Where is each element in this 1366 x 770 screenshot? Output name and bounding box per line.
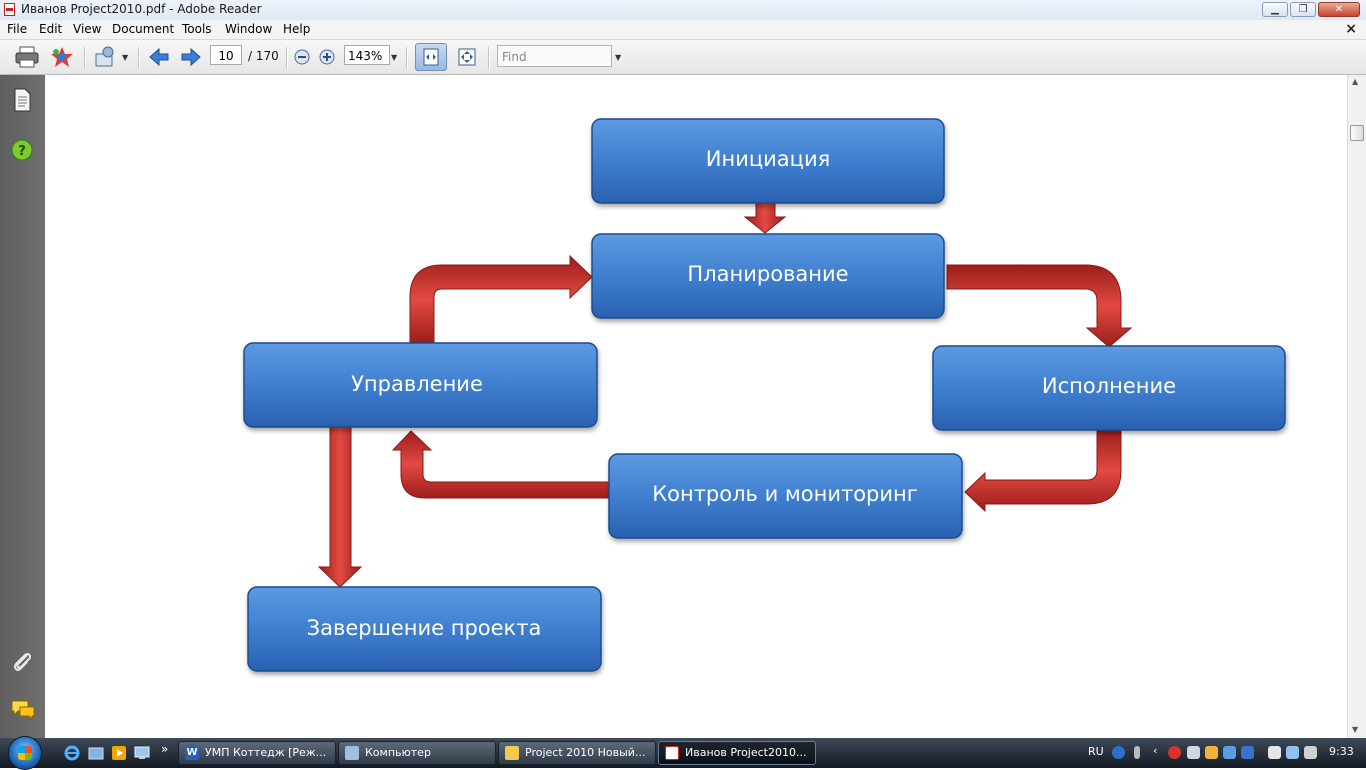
tray-expand-icon[interactable]: ‹ [1153, 744, 1158, 757]
taskbar-button-computer[interactable]: Компьютер [338, 741, 496, 765]
tray-power-icon[interactable] [1268, 746, 1281, 759]
document-page: Инициация Планирование Управление Исполн… [45, 75, 1347, 738]
title-bar: Иванов Project2010.pdf - Adobe Reader ▁ … [0, 0, 1366, 21]
tray-bluetooth-icon[interactable] [1223, 746, 1236, 759]
clock[interactable]: 9:33 [1329, 745, 1354, 758]
close-button[interactable]: ✕ [1318, 2, 1360, 17]
pages-icon[interactable] [12, 88, 32, 112]
folder-icon [505, 746, 519, 760]
navigation-pane: ? [0, 75, 45, 738]
quicklaunch-overflow-icon[interactable]: » [161, 742, 169, 756]
menu-help[interactable]: Help [283, 22, 311, 36]
svg-text:?: ? [18, 144, 26, 159]
tray-volume-icon[interactable] [1304, 746, 1317, 759]
menu-file[interactable]: File [7, 22, 28, 36]
zoom-in-icon[interactable] [319, 49, 335, 65]
minimize-button[interactable]: ▁ [1262, 2, 1288, 17]
acrobat-com-icon[interactable] [50, 46, 74, 68]
scroll-up-icon[interactable]: ▲ [1352, 77, 1359, 86]
internet-explorer-icon[interactable] [64, 745, 80, 761]
menu-document[interactable]: Document [112, 22, 175, 36]
tray-help-icon[interactable] [1112, 746, 1125, 759]
menu-window[interactable]: Window [225, 22, 273, 36]
arrow-planning-to-execution [946, 264, 1133, 348]
pdf-icon [665, 746, 679, 760]
node-planning-label: Планирование [687, 262, 848, 286]
tray-security-icon[interactable] [1205, 746, 1218, 759]
menu-edit[interactable]: Edit [39, 22, 63, 36]
node-control: Контроль и мониторинг [608, 453, 963, 539]
share-icon[interactable] [94, 46, 120, 68]
media-player-icon[interactable] [111, 745, 127, 761]
taskbar-button-computer-label: Компьютер [365, 746, 431, 759]
find-dropdown-icon[interactable]: ▼ [615, 53, 622, 62]
document-close-icon[interactable]: × [1345, 21, 1357, 37]
tray-antivirus-icon[interactable] [1168, 746, 1181, 759]
start-button[interactable] [8, 736, 42, 770]
node-closing-label: Завершение проекта [307, 616, 542, 640]
taskbar: » W УМП Коттедж [Реж... Компьютер Projec… [0, 736, 1366, 770]
language-indicator[interactable]: RU [1088, 745, 1104, 758]
node-management: Управление [243, 342, 598, 428]
page-total-label: / 170 [248, 49, 279, 63]
previous-page-icon[interactable] [148, 47, 170, 67]
window-title: Иванов Project2010.pdf - Adobe Reader [21, 2, 262, 16]
menu-view[interactable]: View [73, 22, 102, 36]
taskbar-button-adobe-reader-label: Иванов Project2010... [685, 746, 807, 759]
zoom-dropdown-icon[interactable]: ▼ [391, 53, 398, 62]
arrow-control-to-management [391, 430, 610, 499]
computer-icon [345, 746, 359, 760]
fit-page-icon[interactable] [457, 47, 477, 67]
arrow-management-to-closing [317, 426, 363, 588]
taskbar-button-word-label: УМП Коттедж [Реж... [205, 746, 327, 759]
node-control-label: Контроль и мониторинг [652, 482, 918, 506]
next-page-icon[interactable] [180, 47, 202, 67]
fit-width-icon [423, 48, 439, 66]
print-icon[interactable] [14, 46, 40, 68]
scroll-thumb[interactable] [1350, 125, 1364, 141]
zoom-out-icon[interactable] [294, 49, 310, 65]
node-closing: Завершение проекта [247, 586, 602, 672]
node-initiation: Инициация [591, 118, 945, 204]
arrow-initiation-to-planning [743, 202, 787, 234]
vertical-scrollbar[interactable]: ▲ ▼ [1347, 75, 1366, 738]
node-initiation-label: Инициация [706, 147, 830, 171]
find-input[interactable]: Find [497, 45, 612, 67]
process-diagram: Инициация Планирование Управление Исполн… [243, 118, 1286, 672]
toolbar: ▼ 10 / 170 143% ▼ Find ▼ [0, 40, 1366, 75]
help-icon[interactable]: ? [11, 139, 33, 161]
tray-network-icon[interactable] [1286, 746, 1299, 759]
comments-icon[interactable] [10, 699, 36, 721]
taskbar-button-folder-label: Project 2010 Новый... [525, 746, 646, 759]
scroll-down-icon[interactable]: ▼ [1352, 725, 1359, 734]
taskbar-button-adobe-reader[interactable]: Иванов Project2010... [658, 741, 816, 765]
share-dropdown-icon[interactable]: ▼ [122, 53, 129, 62]
node-planning: Планирование [591, 233, 945, 319]
taskbar-button-folder[interactable]: Project 2010 Новый... [498, 741, 656, 765]
node-management-label: Управление [351, 372, 483, 396]
show-desktop-icon[interactable] [134, 745, 150, 761]
tray-network-disconnected-icon[interactable] [1187, 746, 1200, 759]
node-execution: Исполнение [932, 345, 1286, 431]
tray-options-icon[interactable] [1134, 746, 1140, 759]
adobe-reader-icon [4, 3, 15, 16]
attachments-icon[interactable] [10, 649, 34, 673]
page-number-input[interactable]: 10 [210, 45, 242, 65]
arrow-execution-to-control [964, 429, 1122, 513]
zoom-level-input[interactable]: 143% [344, 45, 390, 65]
tray-app-icon[interactable] [1241, 746, 1254, 759]
node-execution-label: Исполнение [1042, 374, 1176, 398]
taskbar-button-word[interactable]: W УМП Коттедж [Реж... [178, 741, 336, 765]
menu-bar: File Edit View Document Tools Window Hel… [0, 20, 1366, 40]
maximize-button[interactable]: ❐ [1290, 2, 1316, 17]
fit-width-button[interactable] [415, 43, 447, 71]
arrow-management-to-planning [409, 254, 593, 344]
explorer-icon[interactable] [88, 745, 104, 761]
word-icon: W [185, 746, 199, 760]
menu-tools[interactable]: Tools [182, 22, 212, 36]
